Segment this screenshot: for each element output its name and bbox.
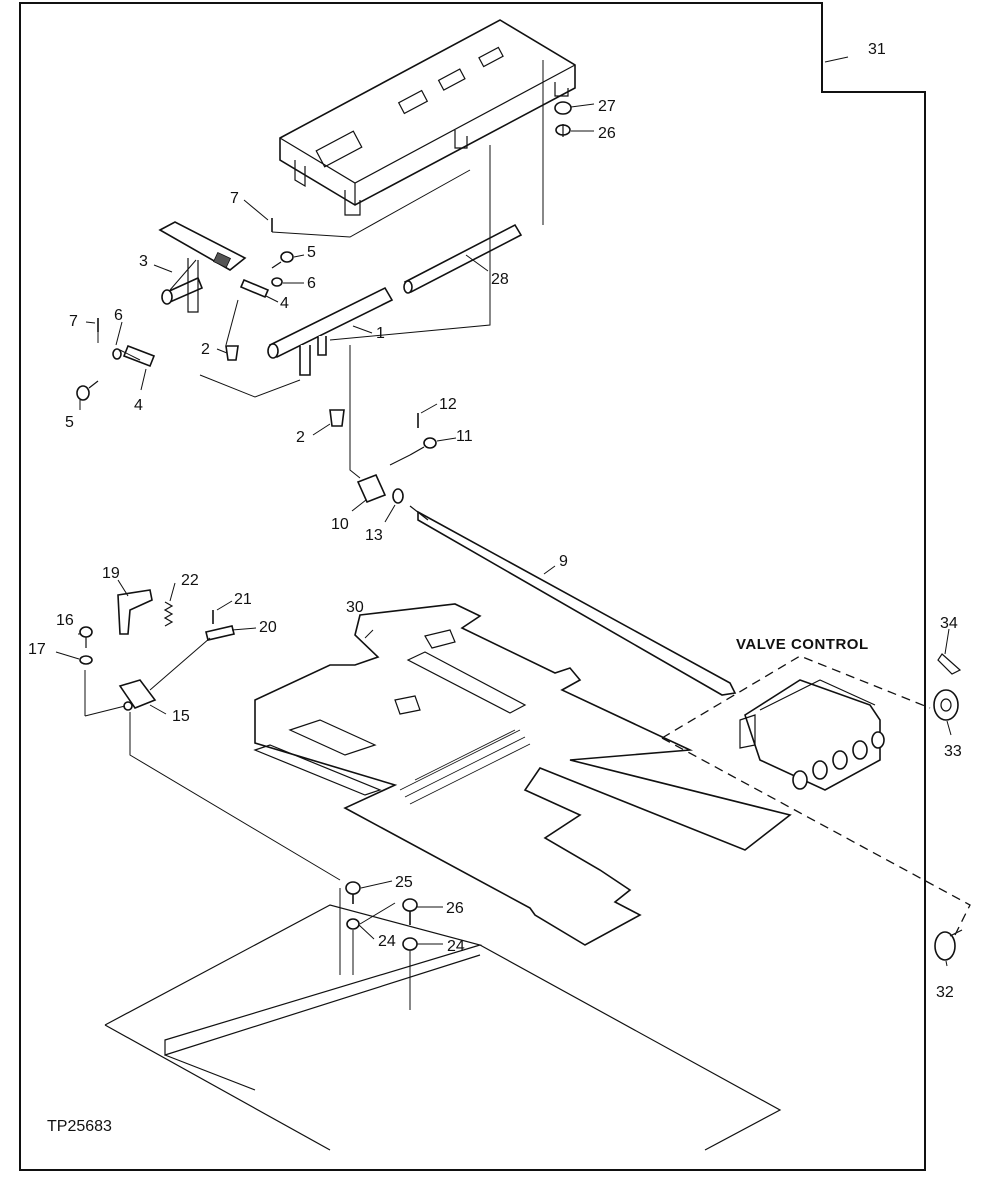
washer-6-lower: [112, 348, 122, 360]
washer-13: [392, 488, 404, 504]
bolt-5-lower: [76, 380, 99, 401]
bracket-4-upper: [239, 278, 270, 299]
pedal-shaft-1: [267, 286, 394, 376]
control-rod-9: [409, 505, 737, 696]
callout-7: 7: [230, 190, 239, 207]
bolt-26-lower: [402, 898, 418, 925]
bracket-4-lower: [122, 344, 156, 368]
callout-6: 6: [114, 307, 123, 324]
callout-21: 21: [234, 591, 252, 608]
pedal-3: [158, 221, 247, 313]
callout-1: 1: [376, 325, 385, 342]
callout-16: 16: [56, 612, 74, 629]
callout-4: 4: [280, 295, 289, 312]
callout-17: 17: [28, 641, 46, 658]
nut-24-left: [346, 918, 360, 930]
callout-9: 9: [559, 553, 568, 570]
callout-25: 25: [395, 874, 413, 891]
assembly-guide-lines: [84, 60, 544, 1010]
callout-5: 5: [65, 414, 74, 431]
callout-2: 2: [296, 429, 305, 446]
callout-5: 5: [307, 244, 316, 261]
callout-labels: 1 2 2 3 4 4 5 5 6 6 7 7 9 10 11 12 13 15…: [28, 41, 962, 1001]
callout-13: 13: [365, 527, 383, 544]
callout-7: 7: [69, 313, 78, 330]
callout-2: 2: [201, 341, 210, 358]
spring-22: [163, 601, 174, 627]
upper-support-plate: [279, 19, 576, 216]
callout-32: 32: [936, 984, 954, 1001]
callout-10: 10: [331, 516, 349, 533]
lower-floor-panel: [104, 904, 782, 1151]
bolt-16: [79, 626, 93, 648]
valve-control-assembly: [661, 655, 971, 936]
callout-24: 24: [447, 938, 465, 955]
callout-26: 26: [598, 125, 616, 142]
valve-control-label: VALVE CONTROL: [736, 636, 869, 653]
lever-19: [117, 589, 153, 635]
callout-27: 27: [598, 98, 616, 115]
callout-3: 3: [139, 253, 148, 270]
shaft-28: [403, 223, 523, 294]
block-10: [356, 473, 387, 504]
callout-24: 24: [378, 933, 396, 950]
callout-33: 33: [944, 743, 962, 760]
bolt-11: [409, 437, 437, 456]
bolt-25: [345, 881, 361, 904]
fitting-2-upper: [225, 345, 239, 361]
nut-27: [554, 101, 572, 115]
callout-19: 19: [102, 565, 120, 582]
bolt-5-upper: [271, 251, 294, 269]
fitting-2-lower: [329, 409, 345, 427]
bracket-15: [118, 679, 157, 711]
callout-26: 26: [446, 900, 464, 917]
callout-11: 11: [456, 428, 473, 445]
callout-28: 28: [491, 271, 509, 288]
washer-6-upper: [271, 277, 283, 287]
leader-lines: [55, 56, 952, 967]
bolt-26-upper: [555, 124, 571, 137]
knob-33: [933, 689, 959, 721]
nut-24-right: [402, 937, 418, 951]
valve-control-boundary: [661, 655, 971, 936]
clip-34: [937, 653, 962, 675]
callout-31: 31: [868, 41, 886, 58]
washer-17: [79, 655, 93, 665]
pin-20: [205, 625, 235, 641]
floor-mat-30: [253, 603, 792, 946]
callout-20: 20: [259, 619, 277, 636]
callout-6: 6: [307, 275, 316, 292]
callout-12: 12: [439, 396, 457, 413]
callout-22: 22: [181, 572, 199, 589]
figure-id: TP25683: [47, 1118, 112, 1135]
callout-34: 34: [940, 615, 958, 632]
frame-border: [19, 2, 926, 1171]
callout-30: 30: [346, 599, 364, 616]
knob-32: [934, 929, 963, 961]
callout-15: 15: [172, 708, 190, 725]
callout-4: 4: [134, 397, 143, 414]
